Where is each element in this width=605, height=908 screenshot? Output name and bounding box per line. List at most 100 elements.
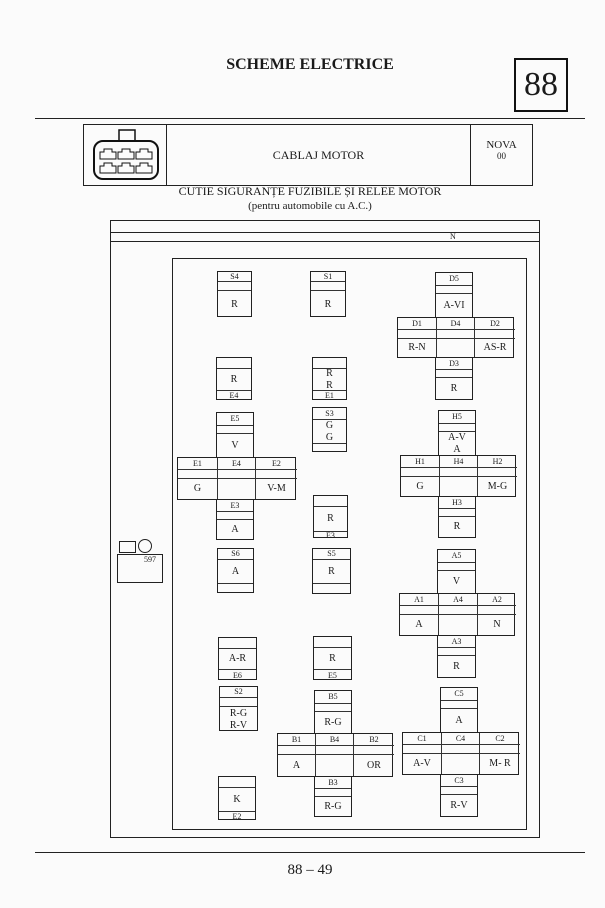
- empty-row: [311, 281, 345, 290]
- relay-597-label: 597: [144, 555, 156, 565]
- footer-divider: [35, 852, 585, 853]
- empty-row: [217, 511, 253, 519]
- slot-label: C5: [454, 689, 464, 699]
- strip-line-1: [110, 232, 540, 233]
- diagram-title: CUTIE SIGURANȚE FUZIBILE ȘI RELEE MOTOR: [178, 184, 442, 198]
- relay-597: 597: [117, 554, 163, 583]
- wire-color: OR: [354, 754, 394, 776]
- relay-c-center-cell: C4: [441, 733, 479, 774]
- empty-row: [400, 605, 438, 614]
- wire-color: R: [439, 516, 475, 537]
- relay-a-center-cell: A4: [438, 594, 477, 635]
- slot-label: D4: [450, 318, 461, 328]
- empty-row: [217, 358, 251, 368]
- relay-c-right-cell: C2 M- R: [479, 733, 520, 774]
- wire-color: M-G: [478, 476, 517, 496]
- wire-color: V: [217, 433, 253, 457]
- wire-color: G G: [313, 419, 346, 443]
- wire-color: A: [217, 519, 253, 539]
- slot-label: H4: [453, 456, 464, 466]
- slot-label: B3: [328, 777, 338, 787]
- slot-label: C2: [495, 733, 505, 743]
- wire-color: R: [313, 559, 350, 583]
- slot-label: B2: [369, 734, 379, 744]
- empty-row: [218, 469, 255, 478]
- slot-label: E2: [272, 458, 281, 468]
- slot-label: S4: [230, 271, 239, 281]
- slot-label: H2: [492, 456, 503, 466]
- wire-color: A: [218, 559, 253, 583]
- wire-color: [437, 338, 474, 357]
- slot-label: B1: [291, 734, 302, 744]
- wire-color: R: [217, 368, 251, 390]
- fuse-panel: [172, 258, 527, 830]
- slot-label: S1: [323, 271, 333, 281]
- page-number: 88 – 49: [287, 862, 333, 878]
- slot-label: S3: [325, 408, 334, 418]
- slot-label: B5: [328, 692, 338, 702]
- wire-color: R: [314, 647, 351, 669]
- header-divider: [35, 118, 585, 119]
- empty-row: [478, 605, 516, 614]
- empty-row: [313, 583, 350, 595]
- wire-color: [218, 478, 255, 499]
- wire-color: [439, 614, 477, 635]
- empty-row: [439, 508, 475, 516]
- wire-color: M- R: [480, 753, 520, 774]
- wire-color: A-V: [403, 753, 441, 774]
- relay-circle-icon: [138, 539, 152, 553]
- empty-row: [478, 467, 517, 476]
- wire-color: [440, 476, 477, 496]
- wire-color: [316, 754, 353, 776]
- version-cell: NOVA 00: [471, 125, 532, 185]
- empty-row: [219, 638, 256, 648]
- wire-color: [442, 753, 479, 774]
- wire-color: K: [219, 787, 255, 811]
- slot-label: E2: [219, 811, 255, 821]
- version-number: 00: [497, 151, 506, 161]
- relay-d-center-cell: D4: [436, 318, 474, 357]
- slot-label: S5: [327, 549, 336, 559]
- wire-color: R-G: [315, 711, 351, 733]
- empty-row: [441, 786, 477, 794]
- empty-row: [314, 496, 347, 506]
- slot-label: E6: [219, 669, 256, 681]
- connector-icon: [84, 125, 167, 185]
- wire-color: A: [441, 708, 477, 732]
- empty-row: [437, 329, 474, 338]
- empty-row: [401, 467, 439, 476]
- empty-row: [313, 358, 346, 368]
- slot-label: C4: [455, 733, 466, 743]
- wire-color: G: [401, 476, 439, 496]
- wire-color: V-M: [256, 478, 297, 499]
- slot-label: A4: [453, 594, 463, 604]
- empty-row: [313, 443, 346, 453]
- slot-label: E4: [217, 390, 251, 401]
- slot-label: E5: [230, 414, 240, 424]
- relay-b-center-cell: B4: [315, 734, 353, 776]
- slot-label: D2: [490, 318, 500, 328]
- slot-label: B4: [329, 734, 340, 744]
